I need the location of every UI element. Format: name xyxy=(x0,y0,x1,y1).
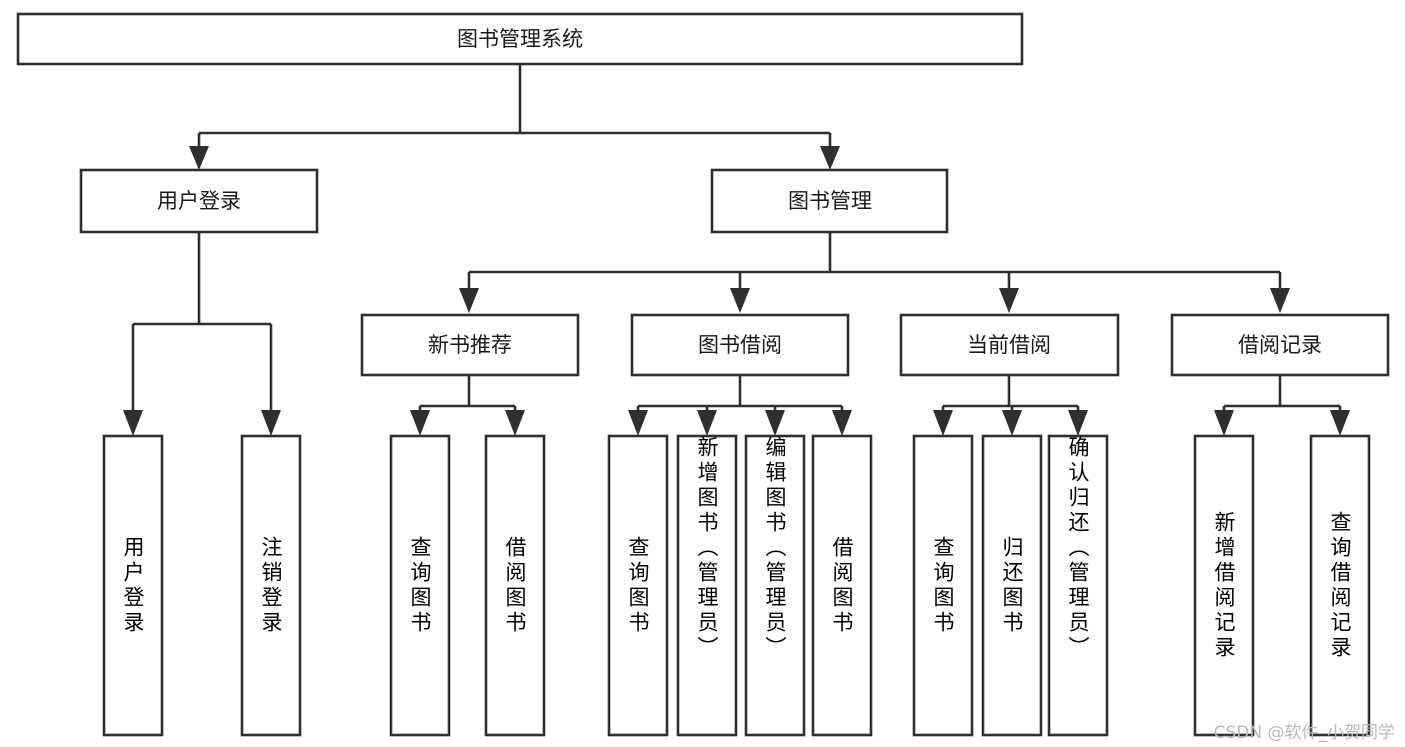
node-book-management[interactable]: 图书管理 xyxy=(710,168,949,234)
leaf-current-borrow-1[interactable] xyxy=(912,434,974,737)
leaf-box[interactable] xyxy=(1193,434,1255,737)
leaf-box[interactable] xyxy=(484,434,546,737)
leaf-label: 确认归还（管理员） xyxy=(1066,436,1090,661)
leaf-current-borrow-3[interactable] xyxy=(1047,434,1109,737)
node-user-login-box[interactable] xyxy=(79,168,319,234)
leaf-label: 查询借阅记录 xyxy=(1328,510,1352,661)
leaf-borrow-record-2[interactable] xyxy=(1309,434,1371,737)
node-borrow-record-box[interactable] xyxy=(1170,313,1390,377)
arrow-head-icon xyxy=(1214,410,1234,436)
arrow-head-icon xyxy=(1002,410,1022,436)
leaf-label: 借阅图书 xyxy=(503,535,527,636)
leaf-book-borrow-4[interactable] xyxy=(811,434,873,737)
arrow-head-icon xyxy=(123,410,143,436)
leaf-label: 用户登录 xyxy=(121,535,145,636)
leaf-box[interactable] xyxy=(1309,434,1371,737)
node-root-box[interactable] xyxy=(16,12,1024,66)
leaf-label: 查询图书 xyxy=(408,535,432,636)
leaf-label-layer: 用户登录 注销登录 查询图书 借阅图书 查询图书 xyxy=(121,436,1352,661)
connector-layer xyxy=(123,64,1350,436)
arrow-head-icon xyxy=(730,288,750,313)
node-user-login[interactable]: 用户登录 xyxy=(79,168,319,234)
node-borrow-record[interactable]: 借阅记录 xyxy=(1170,313,1390,377)
leaf-book-borrow-1[interactable] xyxy=(607,434,669,737)
arrow-head-icon xyxy=(189,146,209,170)
arrow-head-icon xyxy=(261,410,281,436)
arrow-head-icon xyxy=(1270,288,1290,313)
arrow-head-icon xyxy=(933,410,953,436)
node-current-borrow-box[interactable] xyxy=(899,313,1120,377)
leaf-box[interactable] xyxy=(102,434,164,737)
arrow-head-icon xyxy=(697,410,717,436)
node-new-book-recommend[interactable]: 新书推荐 xyxy=(360,313,580,377)
arrow-head-icon xyxy=(628,410,648,436)
leaf-label: 新增借阅记录 xyxy=(1212,510,1236,661)
node-book-borrow-label: 图书借阅 xyxy=(698,333,782,357)
node-book-borrow-box[interactable] xyxy=(630,313,850,377)
leaf-box[interactable] xyxy=(607,434,669,737)
leaf-box[interactable] xyxy=(389,434,451,737)
leaf-user-login-1[interactable] xyxy=(102,434,164,737)
node-root-label: 图书管理系统 xyxy=(457,27,583,51)
node-new-book-recommend-label: 新书推荐 xyxy=(428,333,512,357)
leaf-box[interactable] xyxy=(744,434,806,737)
leaf-box[interactable] xyxy=(1047,434,1109,737)
leaf-box[interactable] xyxy=(981,434,1043,737)
node-current-borrow-label: 当前借阅 xyxy=(967,333,1051,357)
leaf-label: 查询图书 xyxy=(931,535,955,636)
leaf-box[interactable] xyxy=(912,434,974,737)
node-borrow-record-label: 借阅记录 xyxy=(1238,333,1322,357)
arrow-head-icon xyxy=(765,410,785,436)
leaf-label: 归还图书 xyxy=(1000,535,1024,636)
leaf-label: 编辑图书（管理员） xyxy=(763,436,787,661)
arrow-head-icon xyxy=(505,410,525,436)
node-root[interactable]: 图书管理系统 xyxy=(16,12,1024,66)
leaf-box[interactable] xyxy=(811,434,873,737)
arrow-head-icon xyxy=(832,410,852,436)
leaf-book-borrow-3[interactable] xyxy=(744,434,806,737)
node-book-management-box[interactable] xyxy=(710,168,949,234)
leaf-new-book-1[interactable] xyxy=(389,434,451,737)
leaf-label: 新增图书（管理员） xyxy=(695,436,719,661)
arrow-head-icon xyxy=(410,410,430,436)
leaf-box[interactable] xyxy=(240,434,302,737)
arrow-head-icon xyxy=(1330,410,1350,436)
arrow-head-icon xyxy=(1068,410,1088,436)
node-book-borrow[interactable]: 图书借阅 xyxy=(630,313,850,377)
leaf-borrow-record-1[interactable] xyxy=(1193,434,1255,737)
node-book-management-label: 图书管理 xyxy=(788,189,872,213)
leaf-user-login-2[interactable] xyxy=(240,434,302,737)
node-current-borrow[interactable]: 当前借阅 xyxy=(899,313,1120,377)
arrow-head-icon xyxy=(999,288,1019,313)
leaf-label: 查询图书 xyxy=(626,535,650,636)
leaf-new-book-2[interactable] xyxy=(484,434,546,737)
leaf-label: 注销登录 xyxy=(259,535,283,636)
leaf-book-borrow-2[interactable] xyxy=(676,434,738,737)
leaf-label: 借阅图书 xyxy=(830,535,854,636)
leaf-box[interactable] xyxy=(676,434,738,737)
arrow-head-icon xyxy=(459,288,479,313)
node-new-book-recommend-box[interactable] xyxy=(360,313,580,377)
node-user-login-label: 用户登录 xyxy=(157,189,241,213)
leaf-current-borrow-2[interactable] xyxy=(981,434,1043,737)
arrow-head-icon xyxy=(820,146,840,170)
